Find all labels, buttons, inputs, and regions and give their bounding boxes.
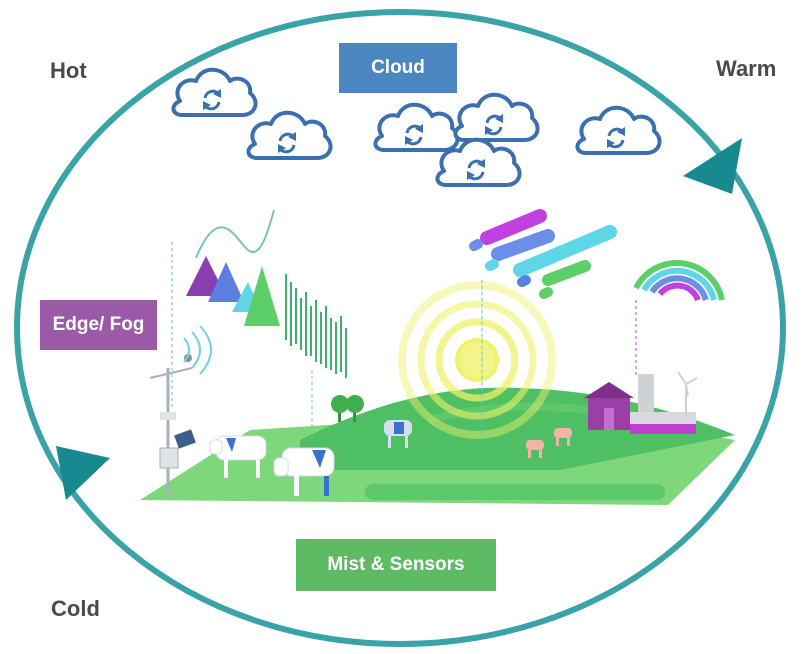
cow-icon: [273, 447, 335, 496]
pill-bars-graphic: [469, 209, 617, 441]
cloud-sync-icon: [373, 102, 460, 152]
cloud-sync-icon: [453, 92, 540, 142]
signal-icon: [183, 325, 212, 375]
cow-icon: [209, 435, 267, 478]
bar-signal-graphic: [285, 274, 347, 440]
mist-sensors-tier-box: Mist & Sensors: [296, 539, 496, 591]
cycle-arrow-left-icon: [56, 446, 110, 500]
cycle-ring: [14, 9, 786, 647]
sun-icon: [398, 281, 556, 439]
cloud-sync-icon: [171, 67, 258, 118]
cloud-tier-label: Cloud: [371, 57, 425, 78]
weather-station-icon: [149, 354, 196, 498]
warm-label: Warm: [716, 56, 777, 81]
edge-fog-tier-label: Edge/ Fog: [52, 314, 145, 335]
field-path: [365, 484, 665, 500]
arc-rings-graphic: [633, 260, 725, 378]
pig-icon: [526, 440, 544, 458]
wind-turbine-icon: [677, 371, 698, 416]
cold-label: Cold: [51, 596, 100, 621]
edge-fog-tier-box: Edge/ Fog: [40, 300, 157, 350]
cloud-sync-icon: [575, 105, 662, 155]
hot-label: Hot: [50, 58, 87, 83]
cow-icon: [384, 420, 412, 448]
mist-sensors-tier-label: Mist & Sensors: [327, 554, 465, 575]
cloud-tier-box: Cloud: [339, 43, 457, 93]
cloud-sync-icon: [246, 110, 333, 160]
cycle-arrow-right-icon: [683, 138, 742, 194]
peak-chart-graphic: [171, 209, 280, 410]
pig-icon: [554, 428, 572, 446]
tree-icon: [331, 395, 364, 422]
barn-icon: [584, 374, 696, 434]
